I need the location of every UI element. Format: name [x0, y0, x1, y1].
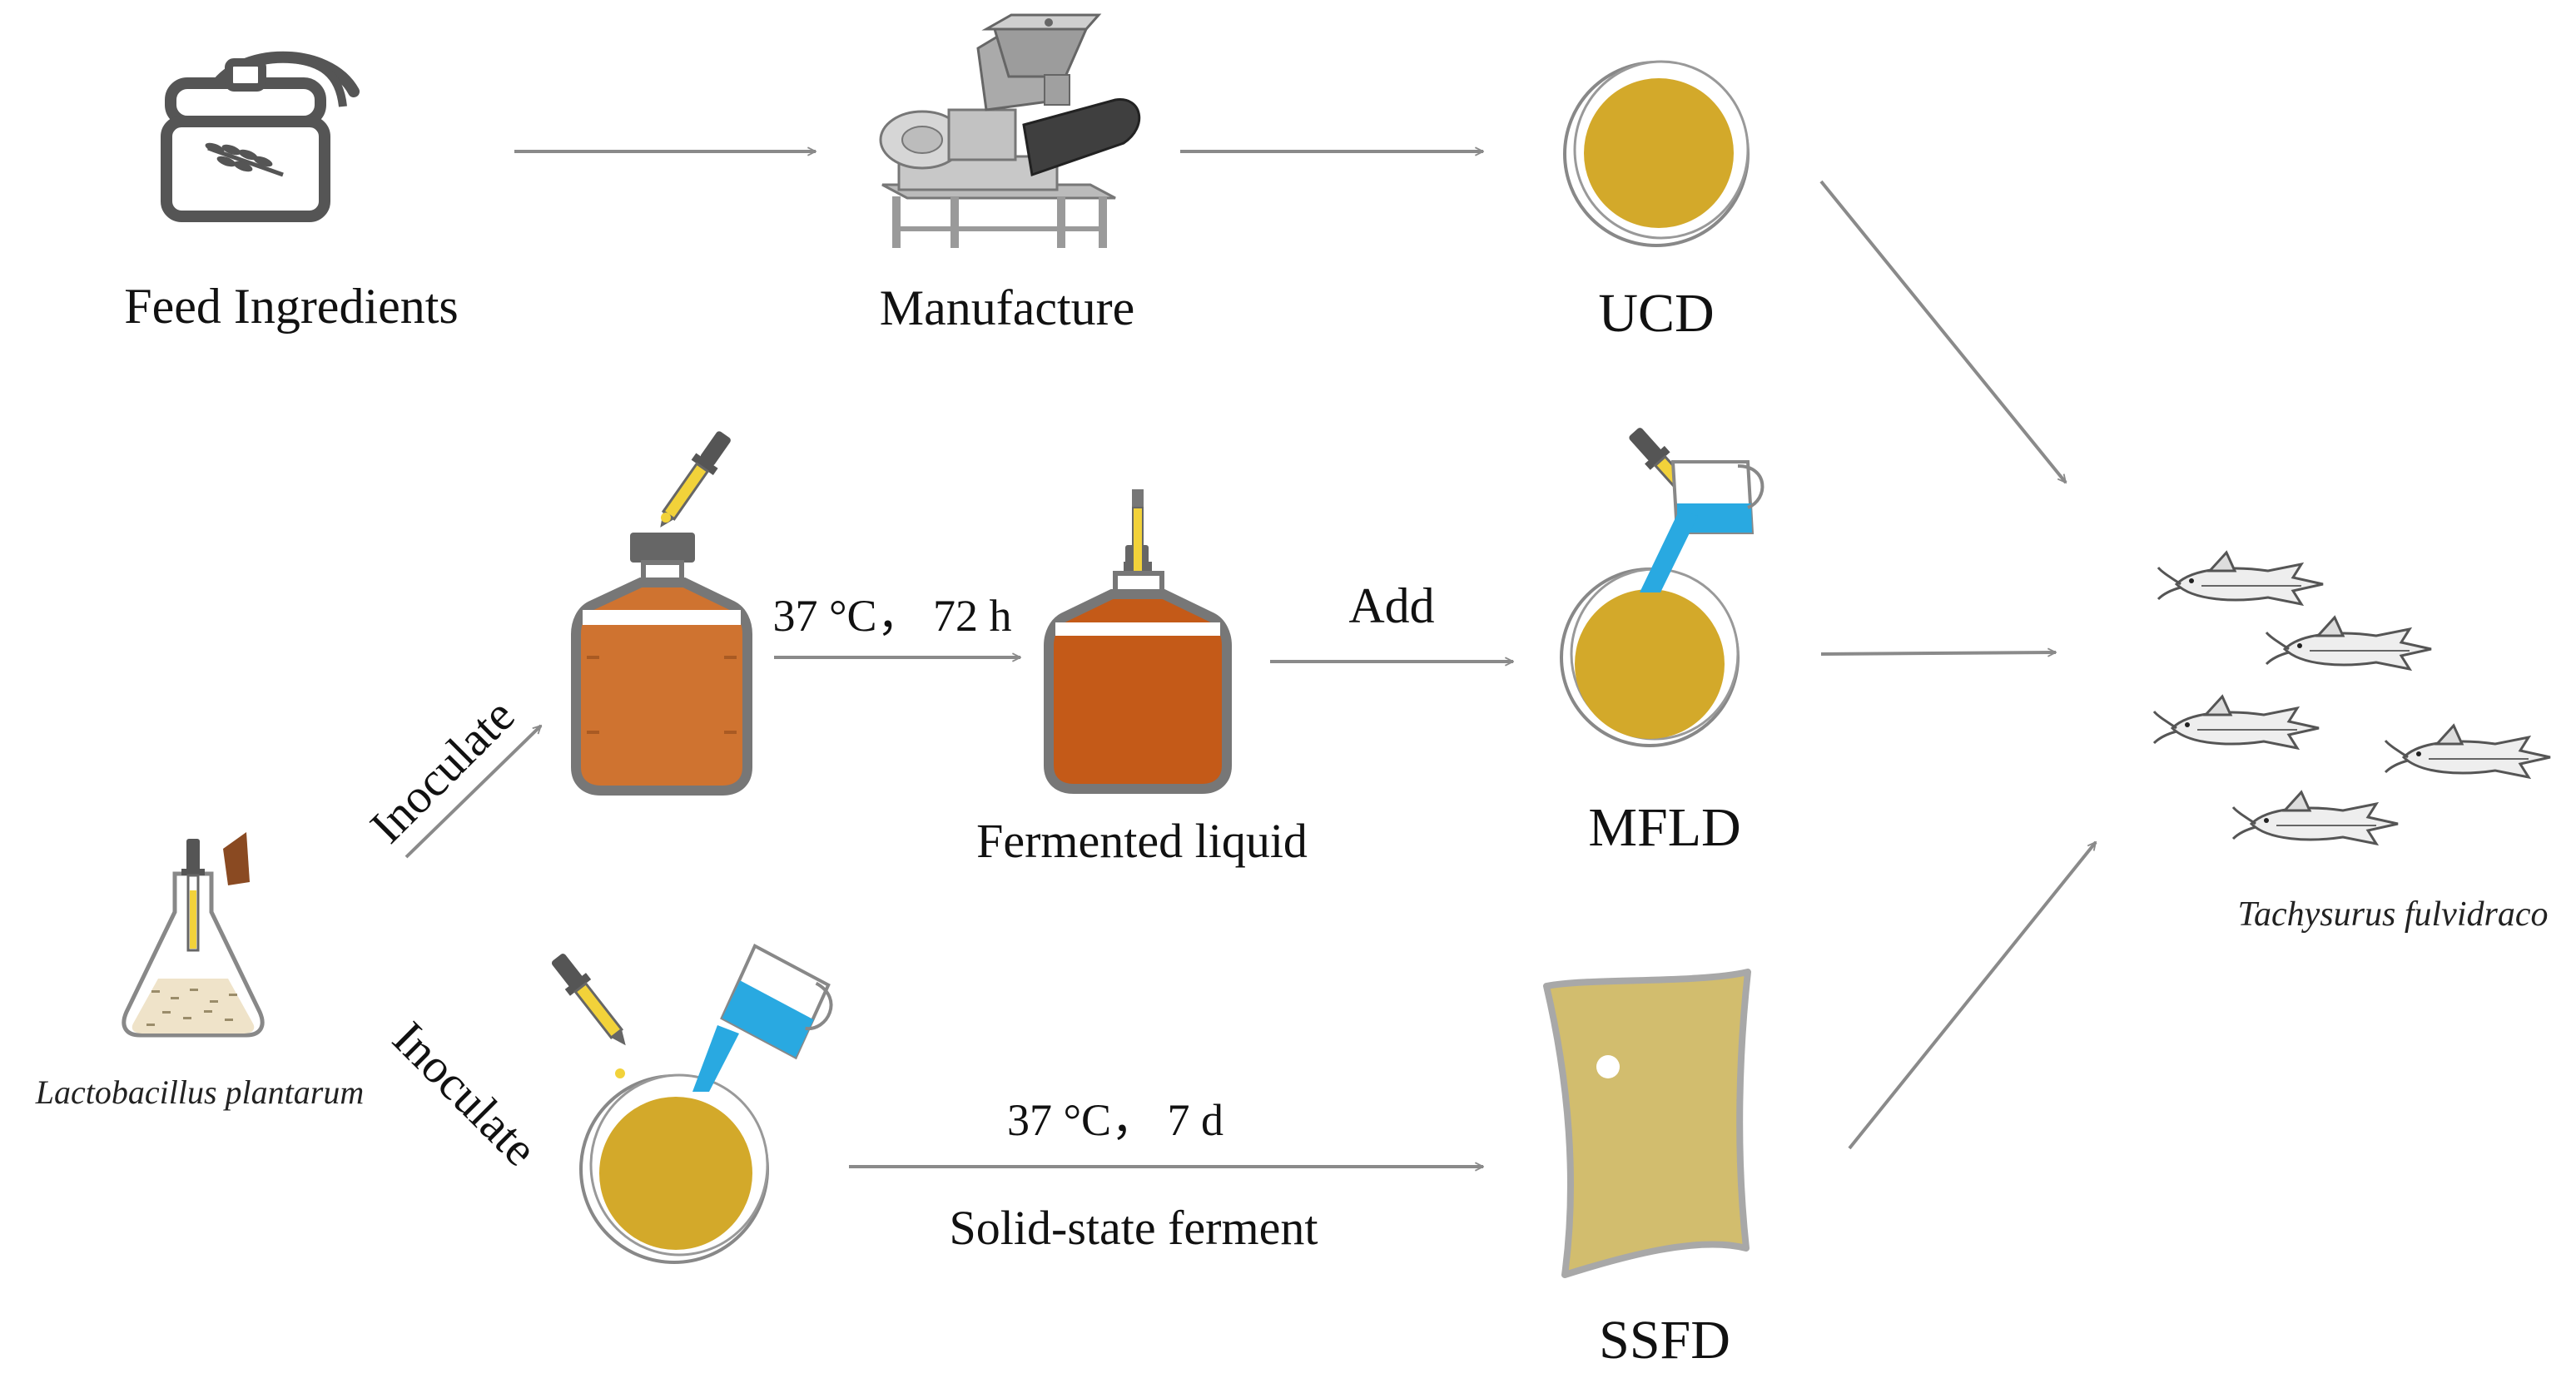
dropper-icon: [660, 431, 731, 528]
petri-dish-icon: [1563, 60, 1750, 247]
catfish-icon: [2231, 790, 2399, 846]
arrow-mfld-to-fish: [1820, 652, 2056, 654]
petri-dish-icon: [579, 1073, 769, 1264]
label-feed-ingredients: Feed Ingredients: [124, 279, 459, 334]
culture-bottle-icon: [1044, 489, 1232, 794]
erlenmeyer-flask-icon: [122, 832, 265, 1038]
catfish-school: [2152, 550, 2551, 846]
label-mfld: MFLD: [1588, 797, 1740, 858]
catfish-icon: [2152, 694, 2320, 751]
catfish-icon: [2157, 550, 2324, 607]
culture-bottle-icon: [571, 533, 752, 796]
beaker-icon: [1640, 460, 1764, 592]
label-add: Add: [1348, 578, 1434, 633]
label-condition-liquid: 37 °C， 72 h: [772, 591, 1011, 641]
catfish-icon: [2384, 723, 2551, 780]
arrow-ucd-to-fish: [1819, 180, 2067, 483]
arrow-ssfd-to-fish: [1848, 842, 2097, 1150]
pellet-mill-icon: [879, 13, 1141, 248]
arrow-inoculate-top: [405, 724, 541, 859]
catfish-icon: [2265, 615, 2432, 672]
grain-sack-icon: [161, 51, 360, 222]
label-ssfd: SSFD: [1599, 1310, 1730, 1371]
label-fermented-liquid: Fermented liquid: [976, 814, 1308, 868]
label-tachysurus: Tachysurus fulvidraco: [2238, 895, 2549, 934]
label-inoculate-top: Inoculate: [360, 688, 525, 854]
label-solid-state-ferment: Solid-state ferment: [950, 1201, 1318, 1255]
beaker-icon: [692, 944, 833, 1092]
petri-dish-icon: [1560, 568, 1740, 747]
label-condition-solid: 37 °C， 7 d: [1007, 1095, 1223, 1145]
dropper-icon: [551, 954, 626, 1078]
feed-bag-icon: [1543, 969, 1751, 1278]
label-inoculate-bottom: Inoculate: [383, 1011, 548, 1177]
label-manufacture: Manufacture: [880, 280, 1135, 335]
label-lactobacillus: Lactobacillus plantarum: [35, 1073, 364, 1111]
label-ucd: UCD: [1598, 283, 1714, 344]
